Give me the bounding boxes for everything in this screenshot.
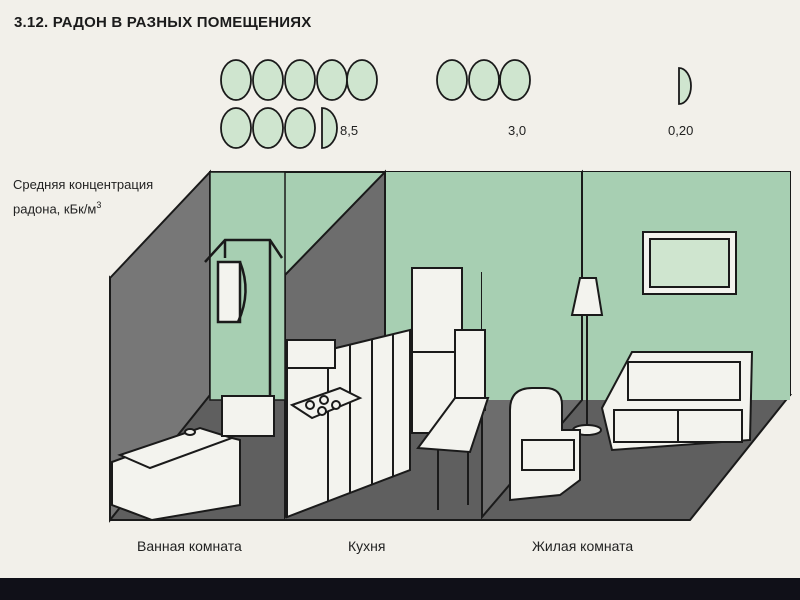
armchair: [509, 387, 581, 502]
living-room-value: 0,20: [668, 123, 694, 138]
figure-title: 3.12. РАДОН В РАЗНЫХ ПОМЕЩЕНИЯХ: [14, 14, 312, 31]
circle-bathroom-8: [284, 107, 316, 149]
sofa: [600, 351, 754, 452]
circle-bathroom-1: [220, 59, 252, 101]
circle-bathroom-5: [346, 59, 378, 101]
room-label-bathroom: Ванная комната: [137, 538, 242, 554]
wall-picture: [642, 231, 737, 295]
circle-kitchen-2: [468, 59, 500, 101]
circle-bathroom-7: [252, 107, 284, 149]
kitchen-back-wall: [385, 172, 582, 400]
shower: [204, 238, 284, 420]
shower-tray: [221, 395, 275, 437]
partial-circle-living: [678, 67, 692, 105]
stove: [289, 386, 363, 420]
figure-page: 3.12. РАДОН В РАЗНЫХ ПОМЕЩЕНИЯХ 8,5 3,0 …: [0, 0, 800, 578]
circle-bathroom-2: [252, 59, 284, 101]
radon-indicator-circles: [220, 59, 692, 149]
kitchen-value: 3,0: [508, 123, 527, 138]
bathtub: [111, 426, 241, 522]
concentration-label-line2: радона, кБк/м: [13, 201, 97, 217]
circle-kitchen-3: [499, 59, 531, 101]
kitchen-cabinets: [286, 328, 411, 519]
house-illustration: [109, 169, 793, 523]
kitchen-hood: [286, 339, 336, 369]
kitchen-cabinet-tall: [454, 329, 486, 411]
circle-kitchen-1: [436, 59, 468, 101]
circle-bathroom-6: [220, 107, 252, 149]
room-label-kitchen: Кухня: [348, 538, 386, 554]
bottom-bar: [0, 578, 800, 600]
half-circle-bathroom: [321, 107, 338, 149]
concentration-label: Средняя концентрация радона, кБк/м3: [13, 175, 153, 219]
room-label-living: Жилая комната: [532, 538, 634, 554]
kitchen-table: [416, 397, 490, 510]
concentration-label-line1: Средняя концентрация: [13, 177, 154, 192]
bathroom-value: 8,5: [340, 123, 359, 138]
floor-lamp: [570, 277, 604, 436]
circle-bathroom-3: [284, 59, 316, 101]
unit-superscript: 3: [96, 200, 102, 210]
